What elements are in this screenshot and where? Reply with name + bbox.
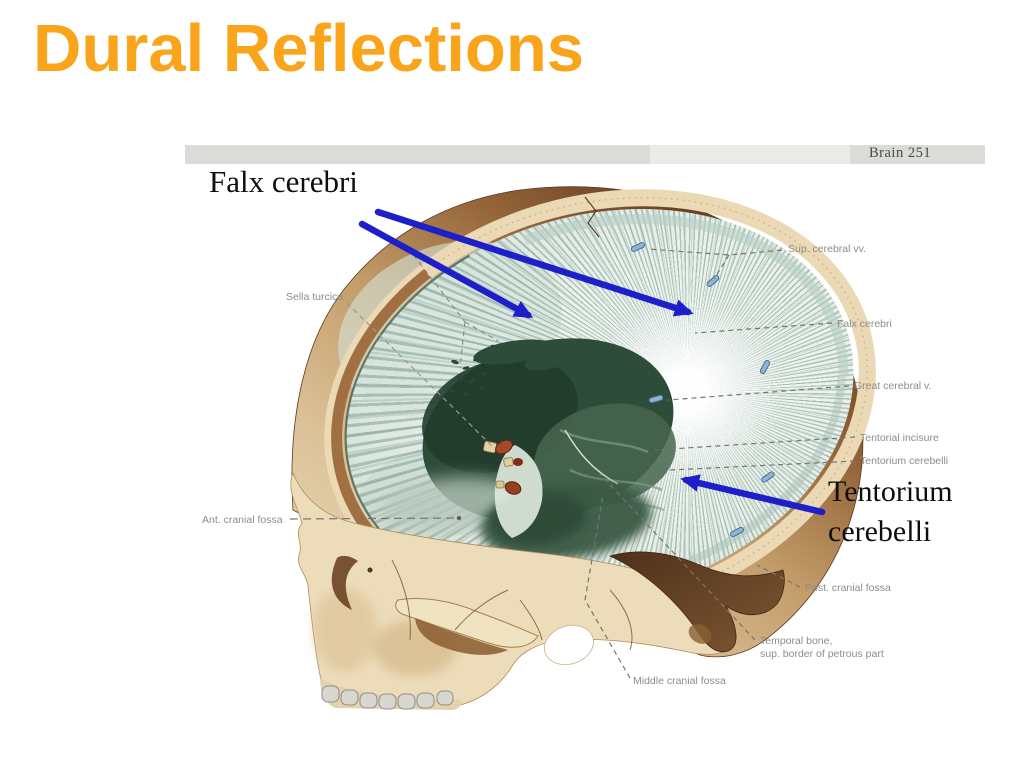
anatomy-figure: Brain 251 Sella turcica Sup. cerebral vv…	[185, 143, 985, 768]
leader-end-dot	[456, 515, 462, 521]
label-ant-cranial-fossa: Ant. cranial fossa	[202, 514, 283, 526]
label-middle-cranial-fossa: Middle cranial fossa	[633, 675, 726, 687]
label-great-cerebral-v: Great cerebral v.	[854, 380, 931, 392]
label-post-cranial-fossa: Post. cranial fossa	[805, 582, 891, 594]
label-tentorium-cerebelli-small: Tentorium cerebelli	[860, 455, 948, 467]
annotation-tentorium-cerebelli: Tentorium cerebelli	[828, 472, 953, 552]
annotation-falx-cerebri: Falx cerebri	[209, 164, 358, 199]
figure-detail-layer: Brain 251 Sella turcica Sup. cerebral vv…	[202, 145, 948, 710]
label-sella-turcica: Sella turcica	[286, 291, 343, 303]
page-header: Brain 251	[869, 145, 931, 161]
slide-title: Dural Reflections	[33, 11, 585, 86]
annotation-tentorium-line2: cerebelli	[828, 515, 932, 548]
label-falx-cerebri-small: Falx cerebri	[837, 318, 892, 330]
annotation-tentorium-line1: Tentorium	[828, 475, 953, 508]
label-temporal-bone-1: Temporal bone,	[760, 635, 832, 647]
teeth	[321, 685, 454, 710]
label-sup-cerebral-vv: Sup. cerebral vv.	[788, 243, 866, 255]
label-temporal-bone-2: sup. border of petrous part	[760, 648, 884, 660]
label-tentorial-incisure: Tentorial incisure	[860, 432, 939, 444]
